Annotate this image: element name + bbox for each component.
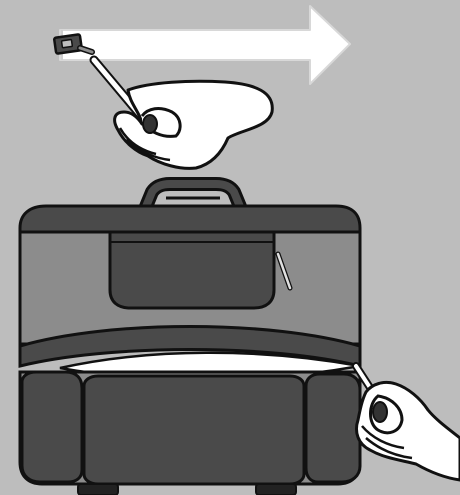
suitcase-icon — [20, 184, 360, 495]
